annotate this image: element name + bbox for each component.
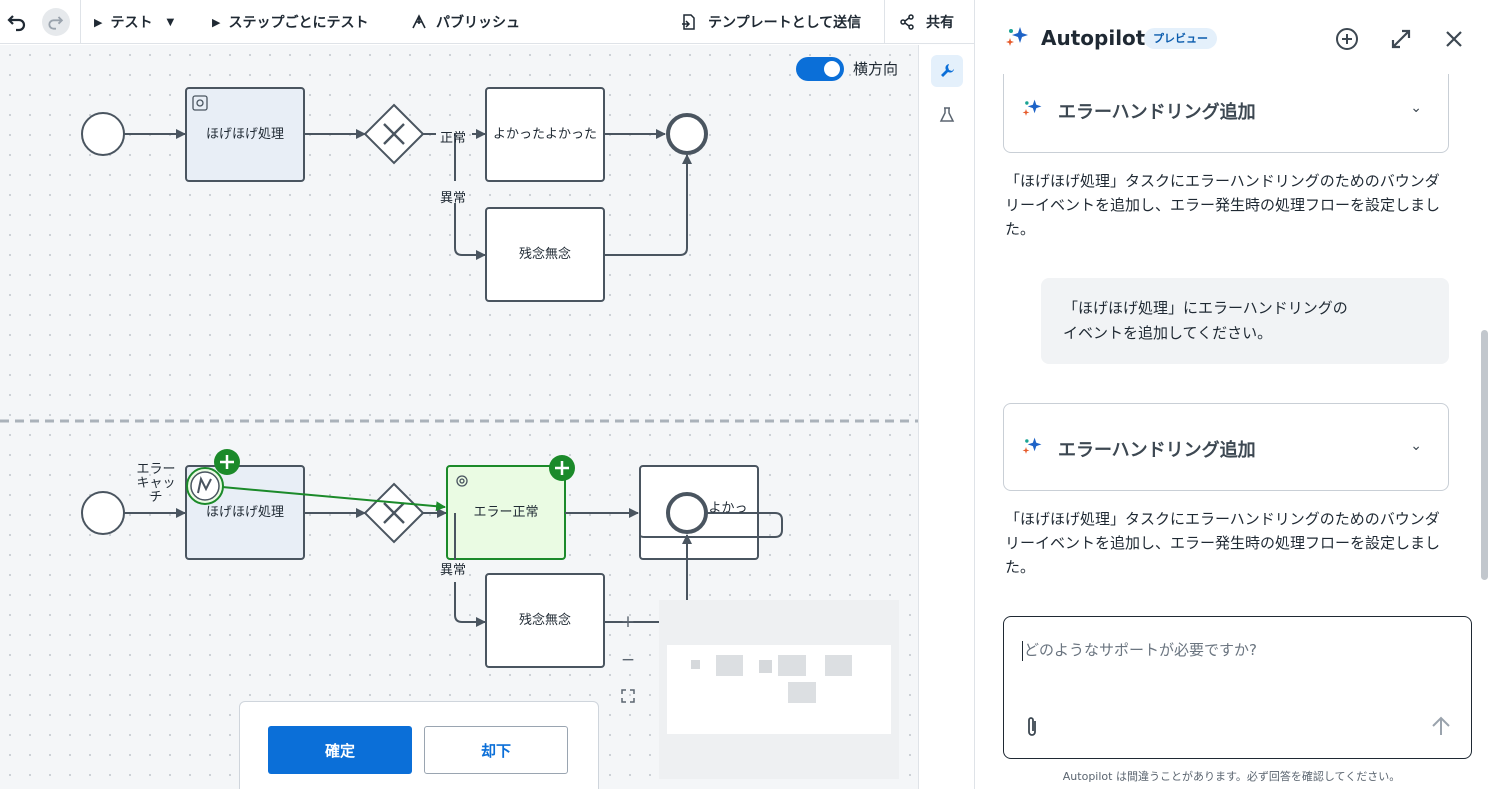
- new-chat-icon: [1336, 28, 1358, 50]
- plus-circle-icon[interactable]: [214, 449, 240, 475]
- action-card[interactable]: エラーハンドリング追加 ⌄: [1003, 66, 1449, 153]
- send-template-button[interactable]: テンプレートとして送信: [680, 0, 861, 44]
- chat-input-placeholder[interactable]: どのようなサポートが必要ですか?: [1024, 641, 1257, 659]
- task-label: 残念無念: [518, 247, 571, 262]
- sparkle-icon: [1022, 437, 1042, 454]
- undo-icon: [7, 15, 26, 32]
- sparkle-icon: [1006, 27, 1028, 46]
- redo-icon: [48, 16, 64, 30]
- preview-badge: プレビュー: [1144, 28, 1217, 49]
- template-send-icon: [682, 14, 695, 30]
- autopilot-panel: Autopilot プレビュー エラーハンドリング追加 ⌄ 「ほげほげ処理」タス…: [974, 0, 1488, 789]
- confirm-dialog: 確定 却下: [239, 701, 599, 789]
- zoom-in-button[interactable]: +: [620, 612, 636, 632]
- assistant-message: 「ほげほげ処理」タスクにエラーハンドリングのためのバウンダリーイベントを追加し、…: [1005, 172, 1441, 238]
- zoom-out-button[interactable]: −: [620, 650, 636, 670]
- plus-circle-icon[interactable]: [549, 455, 575, 481]
- task-label: ほげほげ処理: [205, 127, 284, 142]
- expand-button[interactable]: [1388, 26, 1414, 52]
- boundary-event-label: エラーキャッチ: [136, 462, 176, 505]
- minimap[interactable]: [659, 600, 899, 779]
- publish-icon: [412, 14, 426, 29]
- confirm-button[interactable]: 確定: [268, 726, 412, 774]
- task-label: よかっ: [708, 500, 748, 516]
- panel-title: Autopilot: [1041, 26, 1146, 50]
- undo-button[interactable]: [4, 0, 28, 44]
- test-tool-button[interactable]: [931, 99, 963, 131]
- chevron-down-icon[interactable]: ▼: [166, 16, 175, 28]
- fit-view-icon: [621, 689, 635, 703]
- start-event[interactable]: [81, 112, 125, 156]
- edge-label-abnormal: 異常: [440, 191, 467, 206]
- end-event[interactable]: [666, 492, 708, 534]
- sparkle-icon: [1022, 99, 1042, 116]
- redo-button[interactable]: [42, 8, 70, 36]
- assistant-message: 「ほげほげ処理」タスクにエラーハンドリングのためのバウンダリーイベントを追加し、…: [1005, 510, 1441, 576]
- bpmn-diagram: [0, 87, 918, 668]
- bottom-diagram: [81, 449, 783, 668]
- task-label: よかったよかった: [492, 127, 597, 142]
- flask-icon: [939, 107, 955, 122]
- panel-scrollbar[interactable]: [1481, 330, 1488, 580]
- expand-icon: [1391, 29, 1411, 49]
- test-button[interactable]: ▶ テスト ▼: [94, 15, 175, 31]
- orientation-label: 横方向: [853, 60, 899, 78]
- top-diagram: [81, 87, 708, 302]
- attach-icon: [1028, 717, 1036, 736]
- user-message: 「ほげほげ処理」にエラーハンドリングの イベントを追加してください。: [1041, 278, 1449, 364]
- properties-tool-button[interactable]: [931, 55, 963, 87]
- task-label: ほげほげ処理: [205, 505, 284, 520]
- gear-icon: [192, 95, 208, 111]
- toolbar: ▶ テスト ▼ ▶ ステップごとにテスト パブリッシュ テンプレートとして送信 …: [0, 0, 974, 44]
- orientation-toggle[interactable]: [796, 57, 844, 81]
- send-arrow-icon: [1432, 716, 1450, 735]
- task-label: エラー正常: [473, 505, 539, 520]
- share-button[interactable]: 共有: [898, 0, 954, 44]
- disclaimer: Autopilot は間違うことがあります。必ず回答を確認してください。: [1062, 770, 1401, 783]
- play-icon: ▶: [94, 15, 103, 29]
- boundary-error-event[interactable]: [186, 467, 224, 505]
- reject-button[interactable]: 却下: [424, 726, 568, 774]
- fit-view-button[interactable]: [618, 688, 638, 708]
- publish-button[interactable]: パブリッシュ: [410, 0, 520, 44]
- action-card[interactable]: エラーハンドリング追加 ⌄: [1003, 403, 1449, 491]
- edge-label-normal: 正常: [440, 131, 467, 146]
- close-button[interactable]: [1441, 26, 1467, 52]
- edge-label-abnormal: 異常: [440, 563, 467, 578]
- end-event[interactable]: [666, 113, 708, 155]
- card-title: エラーハンドリング追加: [1058, 102, 1256, 123]
- start-event[interactable]: [81, 491, 125, 535]
- task-ng[interactable]: [485, 573, 605, 668]
- chevron-down-icon[interactable]: ⌄: [1410, 438, 1422, 454]
- side-toolbar: [918, 45, 974, 789]
- gear-icon: [456, 475, 468, 487]
- play-icon: ▶: [212, 15, 221, 29]
- card-title: エラーハンドリング追加: [1058, 440, 1256, 461]
- task-label: 残念無念: [518, 613, 571, 628]
- share-icon: [900, 14, 914, 30]
- send-button[interactable]: [1430, 715, 1452, 741]
- chat-input-box[interactable]: どのようなサポートが必要ですか?: [1003, 616, 1472, 759]
- diagram-canvas[interactable]: 横方向 ほげほげ処理 よかったよかった 残念無念 正常 異常 エラーキャッチ ほ…: [0, 45, 918, 789]
- wrench-icon: [941, 64, 954, 77]
- close-icon: [1446, 31, 1462, 47]
- new-chat-button[interactable]: [1334, 26, 1360, 52]
- attach-button[interactable]: [1022, 715, 1042, 743]
- chevron-down-icon[interactable]: ⌄: [1410, 100, 1422, 116]
- step-test-button[interactable]: ▶ ステップごとにテスト: [212, 15, 369, 31]
